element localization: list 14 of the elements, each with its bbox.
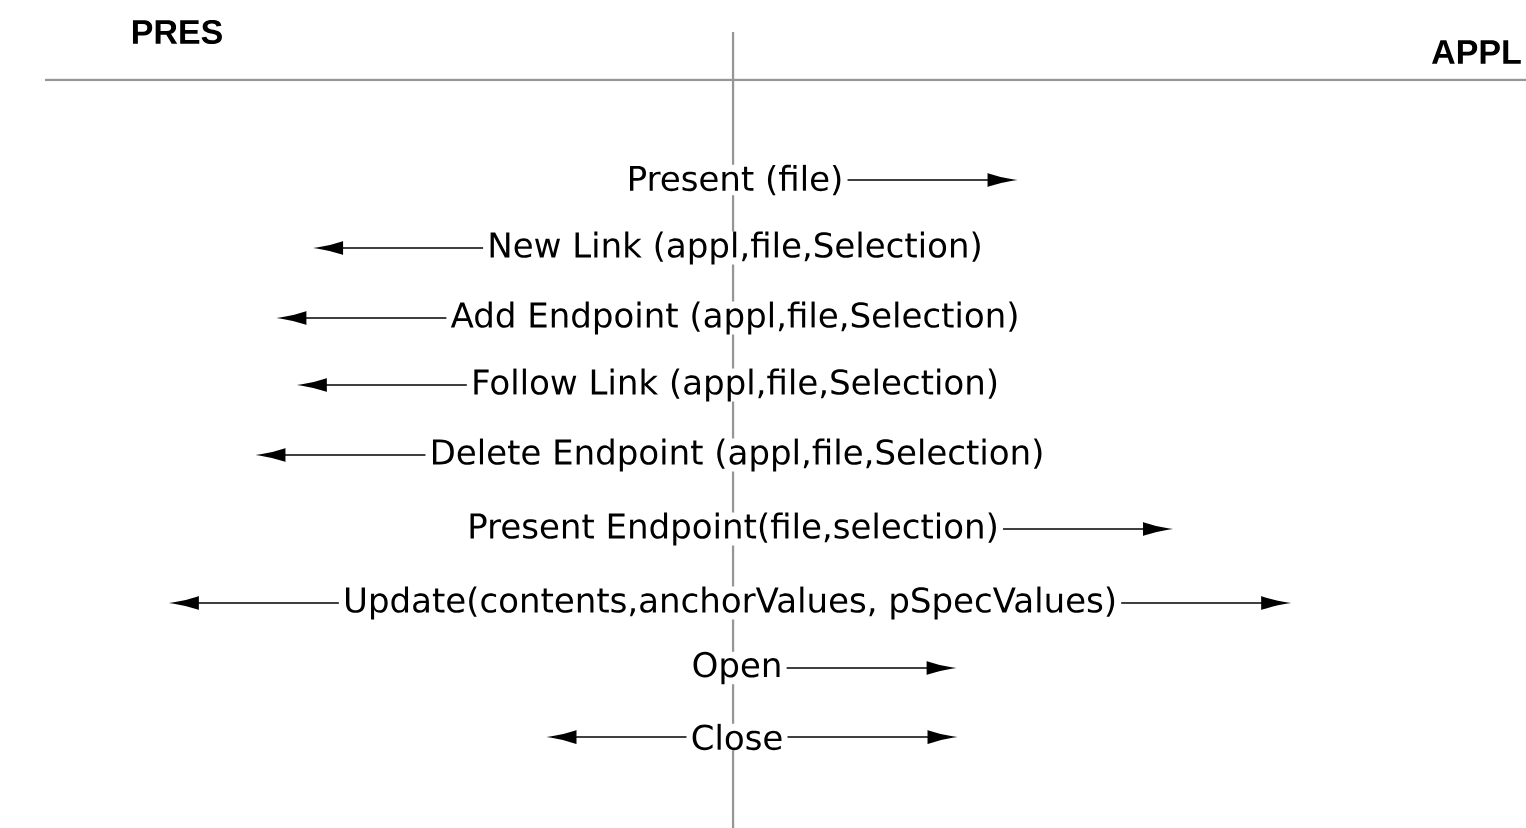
- column-heading: APPL: [1432, 40, 1521, 64]
- message-label: New Link (appl,file,Selection): [483, 231, 987, 265]
- message-label: Present Endpoint(file,selection): [463, 512, 1003, 546]
- arrow: [259, 448, 427, 462]
- message-label: Add Endpoint (appl,file,Selection): [446, 301, 1024, 335]
- message-label: Present (file): [622, 164, 848, 196]
- message-label: Follow Link (appl,file,Selection): [467, 368, 1003, 402]
- message-label: Update(contents,anchorValues, pSpecValues): [339, 586, 1121, 620]
- column-heading: PRES: [133, 19, 222, 45]
- message-label: Open: [687, 651, 787, 685]
- arrow: [550, 730, 688, 744]
- message-label: Close: [686, 723, 788, 751]
- message-label: Delete Endpoint (appl,file,Selection): [425, 438, 1049, 472]
- arrow: [786, 730, 954, 744]
